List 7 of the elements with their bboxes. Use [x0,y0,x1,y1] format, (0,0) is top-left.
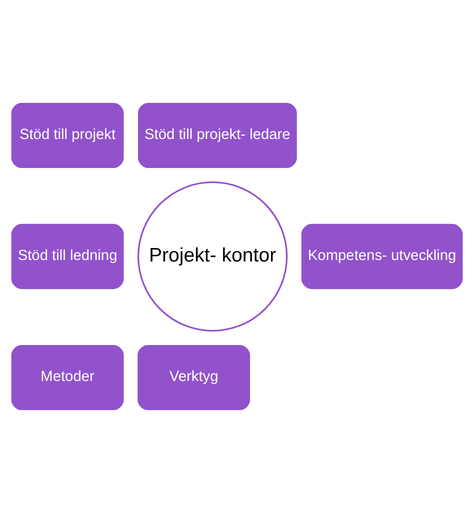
node-box: Stöd till projekt [11,102,124,168]
node-box: Stöd till ledning [11,223,124,289]
node-box: Verktyg [138,344,250,410]
node-box: Kompetens- utveckling [301,223,463,289]
node-box: Metoder [11,344,124,410]
node-circle: Projekt- kontor [137,180,288,332]
node-box: Stöd till projekt- ledare [138,102,297,168]
